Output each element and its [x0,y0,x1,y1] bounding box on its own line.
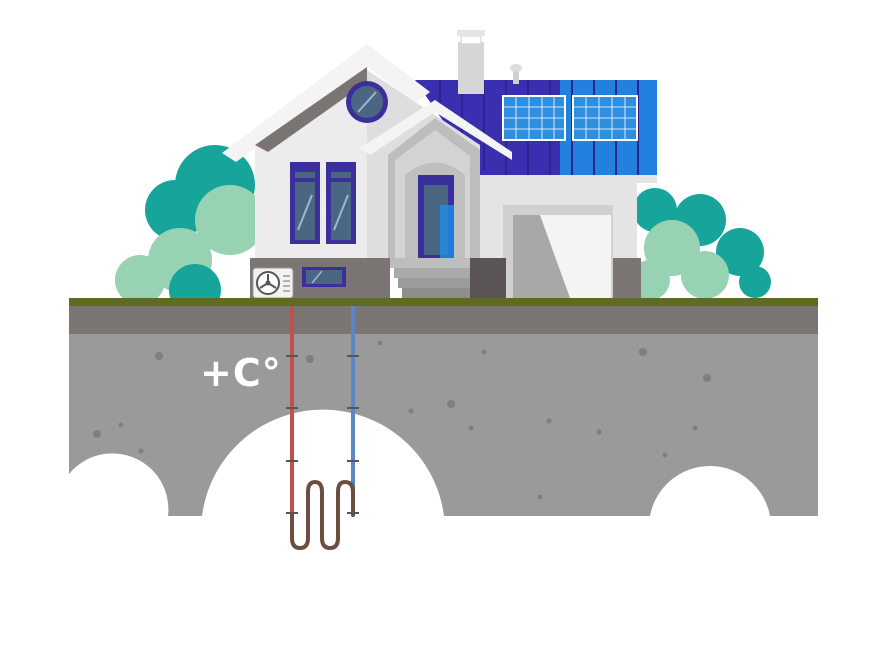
step [398,278,470,288]
roof-underside [255,67,367,152]
bushes-left [115,145,265,316]
foundation-right [470,258,506,298]
roof-vent [510,64,522,84]
ground-layer [69,334,818,516]
fan-icon [256,271,280,295]
bush-dark [716,228,764,276]
roof-gutter [480,175,657,183]
bush-dark [145,180,205,240]
solar-grid [503,96,637,140]
tall-window-left [290,162,320,244]
heat-pump-unit [252,267,294,299]
bush-light [115,255,165,305]
bushes-right [630,188,771,300]
step [402,288,470,298]
topsoil-layer [69,306,818,334]
pipe-clamps [286,355,359,514]
bush-dark [739,266,771,298]
garage-door-shadow [513,215,570,298]
garage-base [613,258,641,298]
vent-lines [283,275,290,292]
pipe-loop [290,479,355,551]
temperature-label: +C° [200,351,282,395]
bush-light [681,251,729,299]
solar-panel-icon [502,95,638,141]
step [394,268,470,278]
garage [480,183,641,298]
tall-window-right [326,162,356,244]
porch-roof-trim [360,100,512,160]
geothermal-loop [286,306,359,551]
ground-spots [93,340,711,500]
grass-strip [69,298,818,306]
chimney [457,30,485,94]
step [390,258,470,268]
bush-light [195,185,265,255]
